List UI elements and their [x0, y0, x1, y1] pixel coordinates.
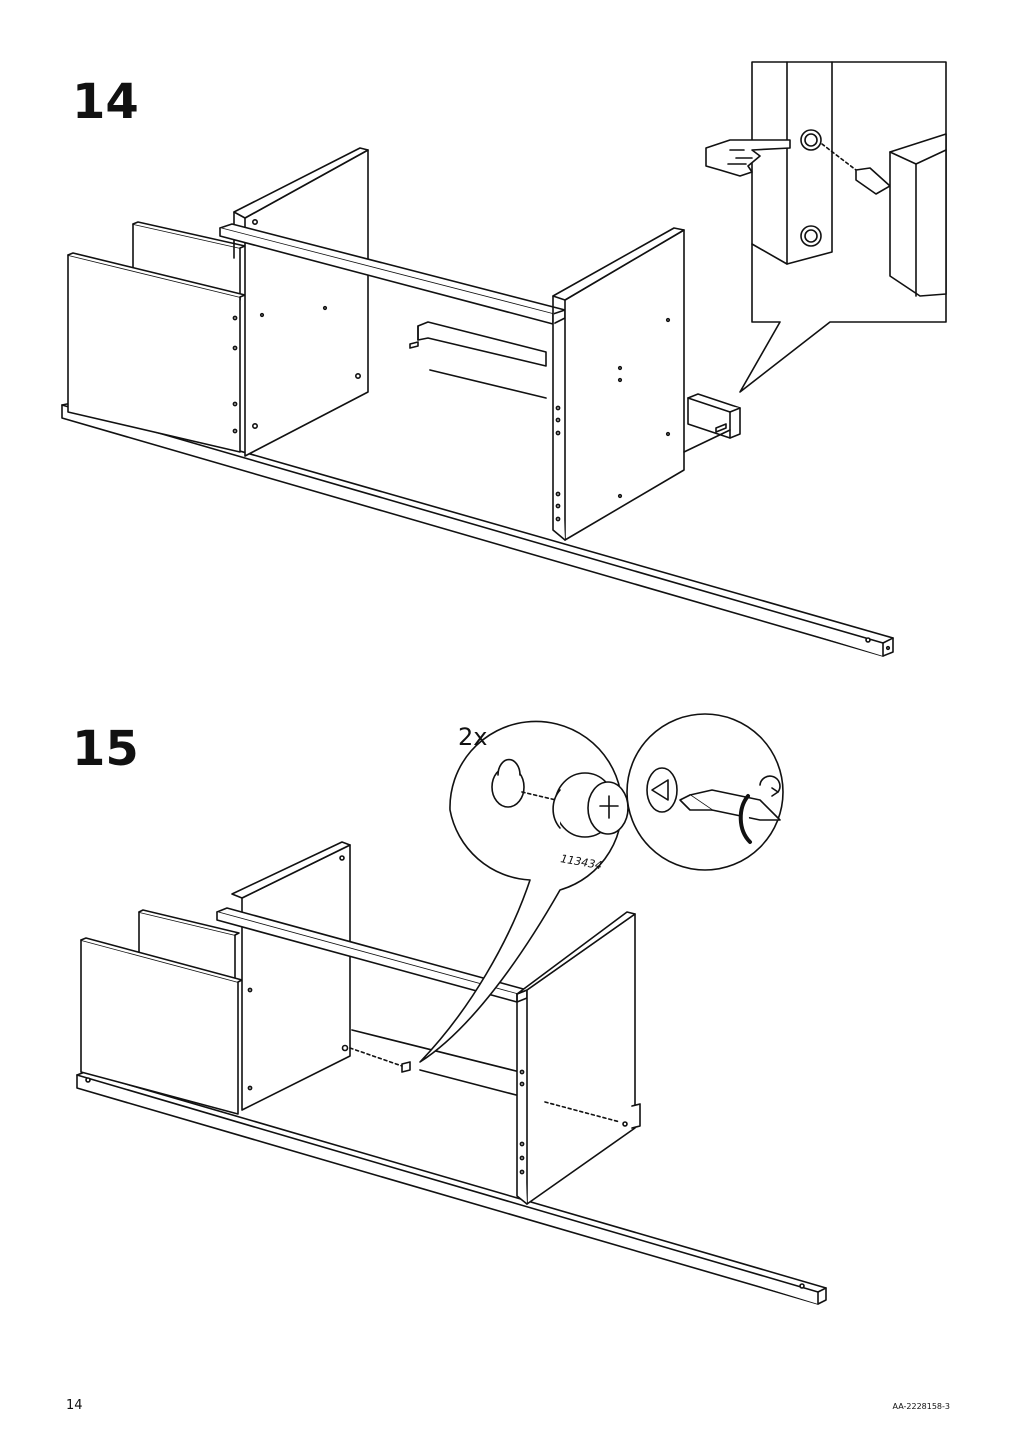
loose-rail [683, 393, 741, 453]
step-number-15: 15 [72, 721, 139, 777]
quantity-label: 2x [458, 723, 487, 751]
base-rail [61, 402, 894, 657]
detail-callout [705, 61, 947, 393]
step-14-illustration [61, 61, 947, 657]
side-panel-left [233, 147, 369, 457]
left-panel-15 [80, 937, 243, 1115]
back-rail [409, 321, 547, 399]
step-15-illustration: 2x 113434 [76, 713, 827, 1305]
page-number: 14 [66, 1398, 83, 1413]
step-number-14: 14 [72, 74, 139, 130]
side-panel-left-15 [231, 841, 351, 1111]
cam-lock-fitting-icon [552, 772, 629, 838]
rotate-clockwise-icon [759, 775, 781, 797]
detail-circle-left [419, 720, 629, 1063]
base-rail-15 [76, 1071, 827, 1305]
left-panel [67, 252, 246, 453]
screwdriver-icon [679, 789, 781, 844]
pointing-hand-icon [705, 139, 791, 177]
detail-circle-right [626, 713, 784, 871]
side-panel-right [552, 227, 685, 541]
side-panel-right-15 [516, 911, 641, 1205]
back-rail-15 [341, 1029, 521, 1097]
document-code: AA-2228158-3 [892, 1402, 950, 1411]
